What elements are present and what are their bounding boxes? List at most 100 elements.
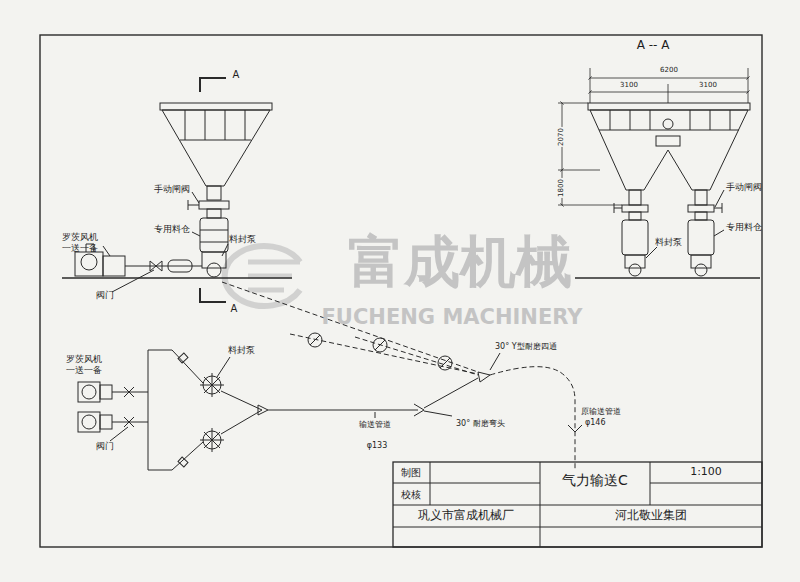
title-block <box>430 462 650 547</box>
title-block <box>393 483 762 527</box>
roots-blower-elevation <box>75 252 103 276</box>
leader-line <box>192 232 200 236</box>
sheet-frame <box>40 35 762 547</box>
plan-view-piping <box>414 404 424 416</box>
hopper-section <box>688 205 714 212</box>
leader-line <box>112 270 154 292</box>
engineering-drawing <box>40 35 762 547</box>
plan-view-piping <box>78 412 100 432</box>
dimension-line <box>558 68 748 205</box>
dimension-line <box>590 78 748 79</box>
section-title: A -- A <box>637 39 670 52</box>
table-cell: 河北敬业集团 <box>615 509 687 522</box>
hopper-section <box>629 264 641 276</box>
part-name: 专用料仓 <box>154 225 190 235</box>
hopper-elevation <box>188 200 199 210</box>
plan-view-piping <box>78 382 100 402</box>
hopper-section <box>590 110 748 190</box>
roots-blower-elevation <box>81 254 97 270</box>
hopper-section <box>610 110 730 130</box>
hopper-elevation <box>185 110 245 140</box>
part-note: 一送一备 <box>66 366 102 376</box>
hopper-section <box>629 190 641 205</box>
hopper-elevation <box>62 103 292 278</box>
title-block <box>393 462 762 547</box>
pump-symbol <box>200 428 224 452</box>
part-name: 专用料仓 <box>726 223 762 233</box>
part-name: 料封泵 <box>655 238 682 248</box>
section-marker <box>200 288 226 302</box>
hopper-section <box>663 119 673 129</box>
leader-line <box>490 353 500 370</box>
plan-view-piping <box>568 425 582 432</box>
hopper-section <box>695 190 707 205</box>
dimension: 3100 <box>699 82 717 90</box>
hopper-section <box>625 255 645 268</box>
section-mark: A <box>233 69 240 80</box>
fitting-name: 30° 耐磨弯头 <box>455 420 506 429</box>
hopper-section <box>614 203 622 213</box>
plan-view-piping <box>258 405 268 415</box>
plan-view-piping <box>82 415 96 429</box>
leader-line <box>222 244 228 256</box>
pump-symbol <box>178 353 224 467</box>
pipe-size: φ146 <box>585 419 606 428</box>
table-cell: 制图 <box>401 467 421 478</box>
section-mark: A <box>231 303 238 314</box>
plan-view-piping <box>310 335 450 368</box>
part-name: 手动闸阀 <box>154 185 190 195</box>
hopper-section <box>691 255 711 268</box>
leader-line <box>646 247 657 258</box>
part-name: 料封泵 <box>228 346 255 356</box>
hopper-elevation <box>200 218 228 252</box>
table-cell: 巩义市富成机械厂 <box>418 509 514 522</box>
plan-view-piping <box>124 387 134 427</box>
dimension: 1800 <box>558 178 566 198</box>
dimension-line <box>590 92 748 93</box>
hopper-section <box>599 130 739 131</box>
plan-view-piping <box>148 350 203 383</box>
leader-line <box>110 353 500 441</box>
drawing-title: 气力输送C <box>562 473 628 488</box>
hopper-elevation <box>207 186 221 200</box>
hopper-section <box>622 205 648 212</box>
part-name: 料封泵 <box>229 235 256 245</box>
scale-cell: 1:100 <box>690 466 722 478</box>
pump-symbol <box>200 373 224 397</box>
roots-blower-elevation <box>168 260 192 272</box>
plan-view-piping <box>100 385 112 399</box>
plan-view-piping <box>478 372 490 382</box>
leader-line <box>192 192 199 203</box>
leader-line <box>375 412 376 418</box>
leader-line <box>103 246 110 256</box>
dimension: 6200 <box>660 67 678 75</box>
plan-view-piping <box>148 350 149 470</box>
pump-symbol <box>178 457 188 467</box>
watermark: 富成机械 <box>348 231 572 293</box>
plan-view-piping <box>112 392 148 422</box>
leader-line <box>715 190 724 207</box>
hopper-elevation <box>162 110 270 186</box>
plan-view-piping <box>424 378 478 408</box>
part-name: 阀门 <box>96 291 114 301</box>
hopper-section <box>629 212 641 220</box>
fitting-name: 30° Y型耐磨四通 <box>495 343 557 352</box>
plan-view-piping <box>490 367 575 470</box>
hopper-elevation <box>207 209 221 218</box>
roots-blower-elevation <box>150 261 162 271</box>
hopper-elevation <box>207 263 221 277</box>
part-note: 一送一备 <box>62 244 98 254</box>
plan-view-piping <box>290 334 478 374</box>
section-marker <box>200 78 226 302</box>
leader-line <box>714 230 724 236</box>
hopper-elevation <box>160 103 272 110</box>
part-name: 罗茨风机 <box>66 355 102 365</box>
part-name: 手动闸阀 <box>726 183 762 193</box>
plan-view-piping <box>82 385 96 399</box>
leader-line <box>646 190 724 258</box>
watermark-logo <box>248 262 300 290</box>
hopper-section <box>695 264 707 276</box>
roots-blower-elevation <box>103 256 125 276</box>
part-name: 罗茨风机 <box>62 233 98 243</box>
